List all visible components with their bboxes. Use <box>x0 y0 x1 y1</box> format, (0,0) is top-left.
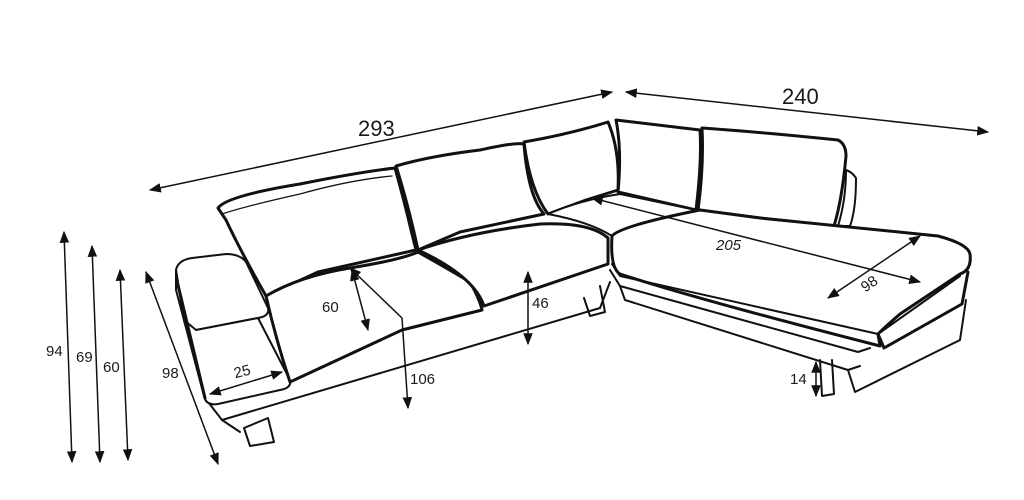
dim-label-seat-depth: 106 <box>410 371 435 388</box>
seat-cushion-1-front <box>289 309 483 383</box>
leg-main-back <box>583 285 606 317</box>
chaise-seat-cushion <box>610 208 972 348</box>
dim-label-total-height: 94 <box>46 343 63 360</box>
main-base-lower <box>221 419 241 433</box>
seat-cushion-1 <box>264 250 484 384</box>
chaise-plinth <box>847 299 967 393</box>
dim-label-cushion-depth: 60 <box>322 299 339 316</box>
dim-line-seat-depth <box>401 317 413 410</box>
dim-line-armrest-width <box>208 370 284 396</box>
dim-label-total-length: 293 <box>358 116 395 141</box>
dim-label-chaise-length: 240 <box>782 84 819 109</box>
dim-line-chaise-length <box>624 88 990 136</box>
dim-line-back-height <box>115 268 133 462</box>
dim-line-total-height <box>59 230 77 464</box>
leg-left-front <box>243 417 275 447</box>
dim-label-chaise-seat-length: 205 <box>715 237 742 254</box>
dim-line-depth <box>145 270 219 466</box>
dimension-lines: 293 240 205 98 94 69 60 98 25 60 106 <box>46 84 990 466</box>
dim-line-total-length <box>148 89 614 193</box>
dim-label-chaise-depth: 98 <box>858 272 881 295</box>
dim-line-arm-height <box>87 244 105 464</box>
chaise-base-lower <box>619 285 861 371</box>
dim-line-cushion-depth <box>350 268 370 332</box>
dim-label-armrest-width: 25 <box>232 362 252 383</box>
dim-label-back-height: 60 <box>103 359 120 376</box>
chaise-seat-front-thick <box>876 270 970 350</box>
dim-label-seat-height: 46 <box>532 295 549 312</box>
leg-chaise-front <box>819 359 835 397</box>
dim-line-seat-depth-diag <box>349 267 403 319</box>
dim-line-chaise-depth <box>827 235 921 299</box>
dim-label-depth: 98 <box>162 365 179 382</box>
dim-label-leg-height: 14 <box>790 371 807 388</box>
dim-label-arm-height: 69 <box>76 349 93 366</box>
